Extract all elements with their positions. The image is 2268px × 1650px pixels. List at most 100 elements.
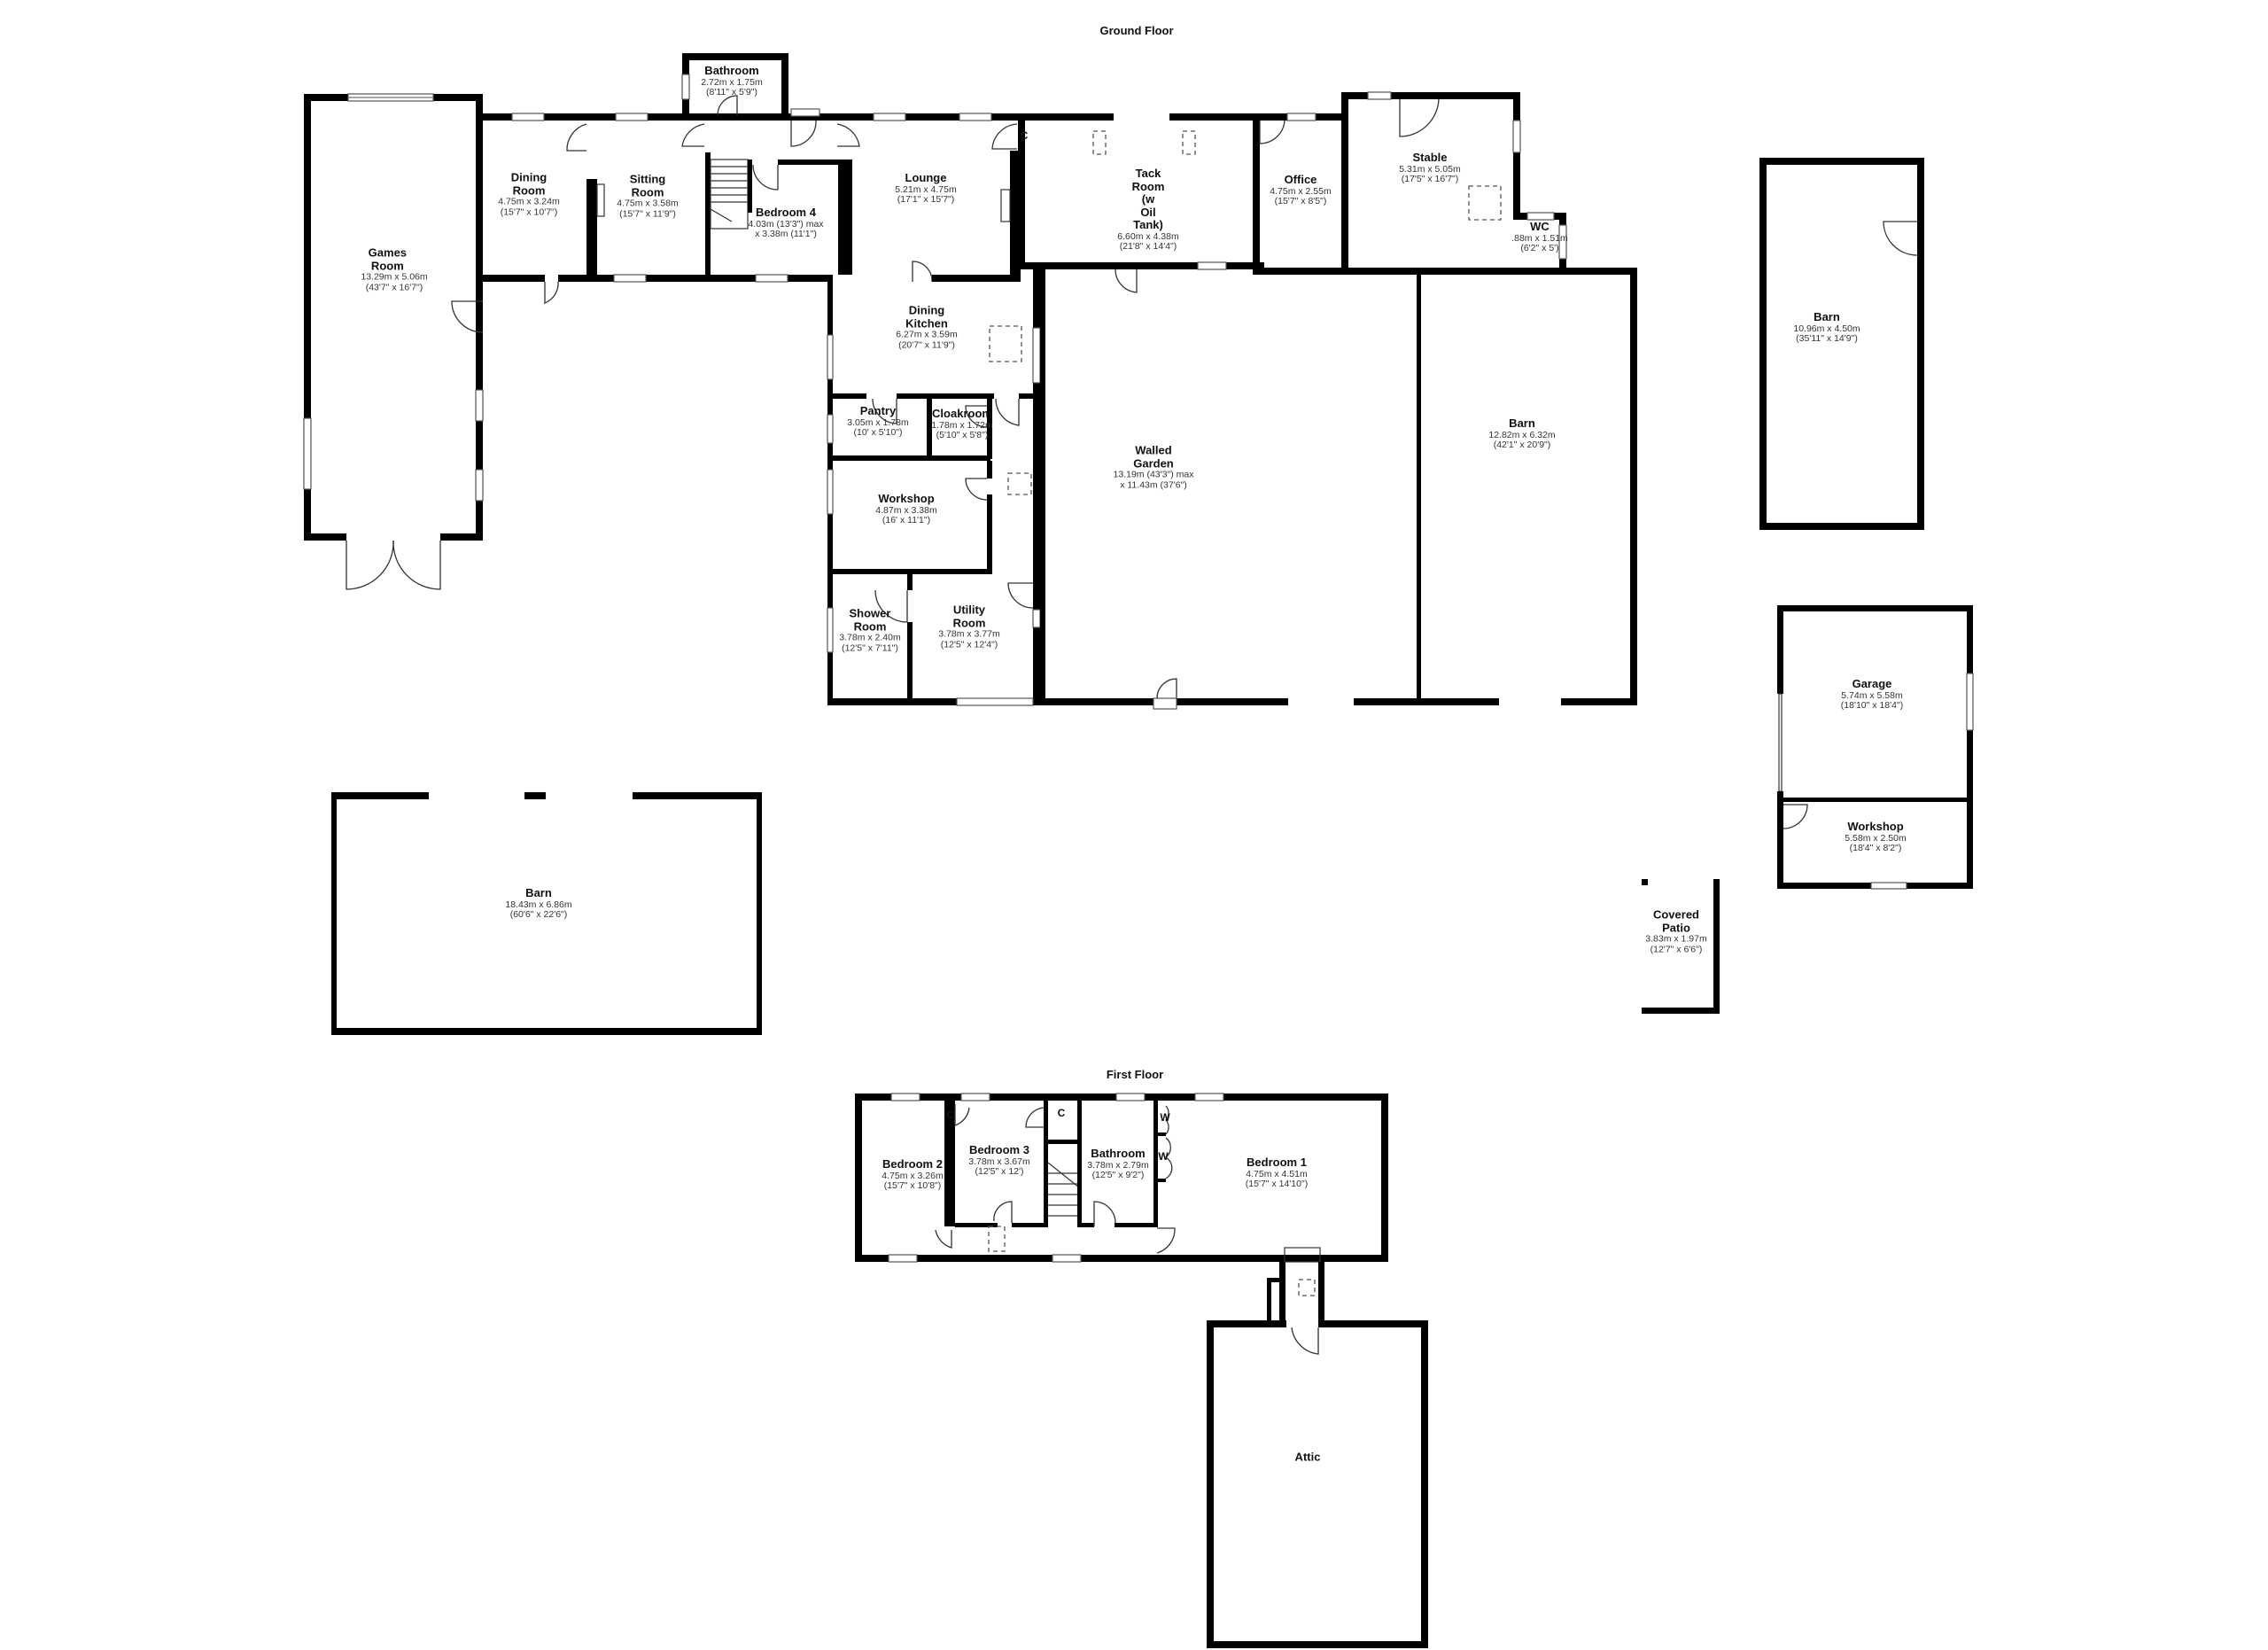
room-imperial: (15'7" x 10'8") xyxy=(883,1180,942,1192)
room-metric: 4.75m x 3.24m xyxy=(498,196,560,207)
room-imperial: (17'5" x 16'7") xyxy=(1401,174,1459,185)
room-name: Office xyxy=(1284,172,1317,186)
room-imperial: x 3.38m (11'1") xyxy=(755,229,817,240)
room-name: Cloakroom xyxy=(932,406,992,420)
room-imperial: x 11.43m (37'6") xyxy=(1120,479,1187,491)
room-imperial: (42'1" x 20'9") xyxy=(1493,440,1551,451)
room-metric: 3.05m x 1.78m xyxy=(847,416,909,428)
room-pantry[interactable]: Pantry 3.05m x 1.78m (10' x 5'10") xyxy=(847,403,909,439)
room-imperial: (10' x 5'10") xyxy=(853,427,903,439)
room-metric: 3.83m x 1.97m xyxy=(1645,933,1707,945)
barn-bottom-walls xyxy=(331,792,762,1035)
room-imperial: (17'1" x 15'7") xyxy=(897,194,955,206)
room-imperial: (18'4" x 8'2") xyxy=(1849,843,1902,854)
room-lounge[interactable]: Lounge 5.21m x 4.75m (17'1" x 15'7") xyxy=(895,170,957,206)
room-imperial: (15'7" x 11'9") xyxy=(619,208,676,220)
room-metric: 5.58m x 2.50m xyxy=(1845,832,1907,844)
room-name: Barn xyxy=(1814,309,1840,323)
room-bathroom-first[interactable]: Bathroom 3.78m x 2.79m (12'5" x 9'2") xyxy=(1087,1146,1148,1181)
room-stable[interactable]: Stable 5.31m x 5.05m (17'5" x 16'7") xyxy=(1399,150,1461,185)
room-imperial: (6'2" x 5') xyxy=(1520,243,1559,254)
room-imperial: (5'10" x 5'8") xyxy=(936,430,989,441)
cupboard-marker-lounge: C xyxy=(1020,129,1029,142)
room-bathroom-ground[interactable]: Bathroom 2.72m x 1.75m (8'11" x 5'9") xyxy=(701,63,763,98)
room-metric: 6.60m x 4.38m xyxy=(1117,230,1179,242)
room-bedroom-1[interactable]: Bedroom 1 4.75m x 4.51m (15'7" x 14'10") xyxy=(1246,1156,1308,1190)
stairs-first xyxy=(1047,1162,1080,1217)
walled-garden-barn-walls xyxy=(1040,262,1637,710)
room-cloakroom[interactable]: Cloakroom 1.78m x 1.72m (5'10" x 5'8") xyxy=(931,406,992,441)
room-metric: 13.19m (43'3") max xyxy=(1113,469,1194,480)
room-name: Bathroom xyxy=(704,63,759,77)
wardrobe-marker-2: W xyxy=(1158,1150,1169,1163)
garage-walls xyxy=(1777,605,1974,890)
room-name: Attic xyxy=(1294,1450,1321,1464)
room-name: Bedroom 4 xyxy=(756,205,816,219)
cupboard-marker-landing: C xyxy=(1057,1107,1066,1119)
games-room-walls xyxy=(303,93,484,590)
ground-floor-title: Ground Floor xyxy=(1099,24,1174,37)
room-wc[interactable]: WC .88m x 1.51m (6'2" x 5') xyxy=(1511,220,1568,254)
room-imperial: (21'8" x 14'4") xyxy=(1119,241,1177,253)
room-imperial: (43'7" x 16'7") xyxy=(365,282,423,293)
room-name: Lounge xyxy=(905,170,947,184)
room-bedroom-4[interactable]: Bedroom 4 4.03m (13'3") max x 3.38m (11'… xyxy=(748,206,823,240)
room-attic[interactable]: Attic xyxy=(1294,1450,1321,1465)
room-office[interactable]: Office 4.75m x 2.55m (15'7" x 8'5") xyxy=(1270,172,1332,207)
room-name: Workshop xyxy=(1847,819,1904,833)
room-name: Bedroom 1 xyxy=(1247,1155,1307,1169)
room-metric: 4.75m x 2.55m xyxy=(1270,185,1332,197)
room-imperial: (12'5" x 12') xyxy=(975,1166,1024,1178)
room-metric: .88m x 1.51m xyxy=(1511,232,1568,244)
room-barn-middle[interactable]: Barn 12.82m x 6.32m (42'1" x 20'9") xyxy=(1488,416,1555,451)
room-name: Stable xyxy=(1412,150,1448,164)
room-name: Workshop xyxy=(878,491,935,505)
room-imperial: (12'5" x 12'4") xyxy=(940,639,998,650)
covered-patio-walls xyxy=(1642,879,1720,1014)
room-metric: 3.78m x 3.77m xyxy=(938,628,1000,640)
room-bedroom-2[interactable]: Bedroom 2 4.75m x 3.26m (15'7" x 10'8") xyxy=(882,1157,943,1192)
room-metric: 5.31m x 5.05m xyxy=(1399,163,1461,175)
room-name: Garage xyxy=(1852,676,1892,690)
room-barn-bottom[interactable]: Barn 18.43m x 6.86m (60'6" x 22'6") xyxy=(505,886,572,921)
room-name: Pantry xyxy=(859,403,897,417)
room-workshop-main[interactable]: Workshop 4.87m x 3.38m (16' x 11'1") xyxy=(875,491,937,526)
room-garage[interactable]: Garage 5.74m x 5.58m (18'10" x 18'4") xyxy=(1841,676,1903,712)
room-name: Bathroom xyxy=(1091,1146,1146,1160)
room-metric: 5.21m x 4.75m xyxy=(895,183,957,195)
first-floor-walls xyxy=(855,1093,1428,1648)
room-metric: 4.75m x 4.51m xyxy=(1246,1168,1308,1179)
room-barn-right[interactable]: Barn 10.96m x 4.50m (35'11" x 14'9") xyxy=(1793,309,1860,345)
room-metric: 18.43m x 6.86m xyxy=(505,899,572,910)
barn-right-walls xyxy=(1759,158,1924,530)
room-workshop-garage[interactable]: Workshop 5.58m x 2.50m (18'4" x 8'2") xyxy=(1845,819,1907,854)
room-metric: 4.03m (13'3") max xyxy=(748,218,824,230)
room-metric: 3.78m x 3.67m xyxy=(968,1156,1030,1167)
room-metric: 13.29m x 5.06m xyxy=(361,271,428,283)
room-imperial: (15'7" x 8'5") xyxy=(1274,196,1327,207)
room-imperial: (35'11" x 14'9") xyxy=(1796,333,1858,345)
first-floor-title: First Floor xyxy=(1106,1068,1164,1081)
room-metric: 2.72m x 1.75m xyxy=(701,76,763,88)
room-metric: 4.87m x 3.38m xyxy=(875,504,937,516)
room-bedroom-3[interactable]: Bedroom 3 3.78m x 3.67m (12'5" x 12') xyxy=(968,1143,1030,1178)
room-imperial: (15'7" x 14'10") xyxy=(1245,1179,1309,1190)
room-metric: 4.75m x 3.58m xyxy=(617,198,679,209)
